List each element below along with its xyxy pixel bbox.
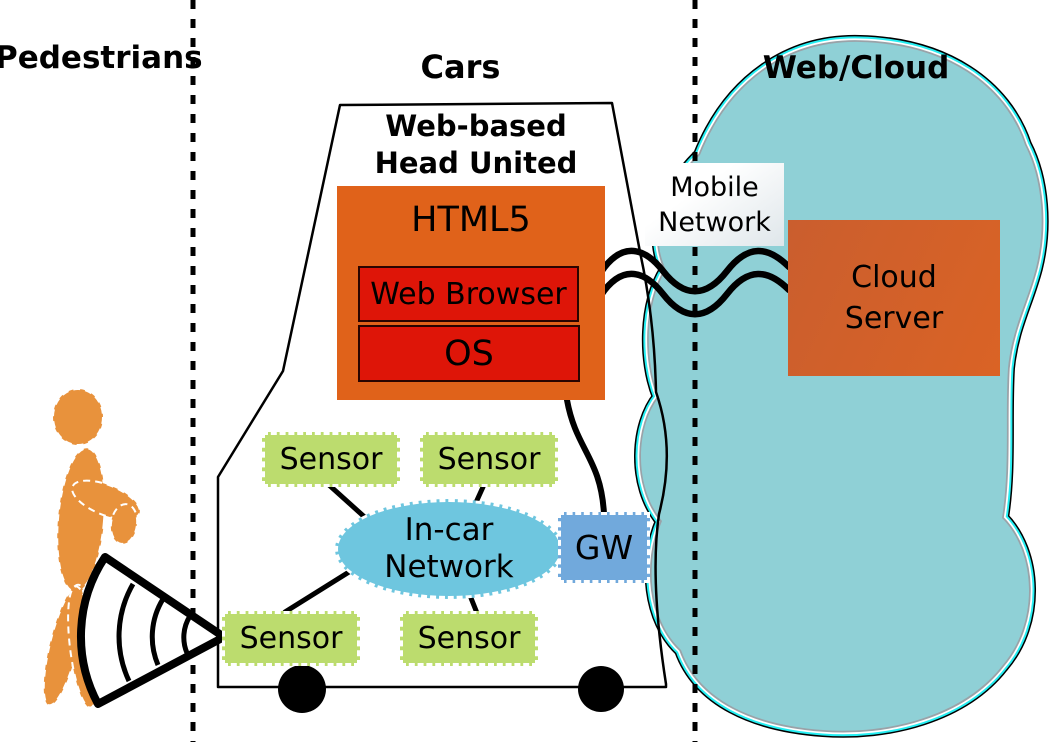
front-wheel-icon — [278, 665, 326, 713]
web-cloud-section-label: Web/Cloud — [762, 50, 950, 86]
link-sensor1-network — [326, 482, 372, 524]
wireless-link-icon — [597, 247, 793, 318]
sensor-box-1: Sensor — [262, 432, 400, 487]
in-car-network-line2: Network — [384, 549, 514, 585]
cloud-server-line2: Server — [844, 301, 944, 336]
gateway-box: GW — [558, 512, 650, 583]
mobile-network-line2: Network — [658, 206, 771, 238]
link-headunit-gateway — [564, 397, 607, 517]
html5-label: HTML5 — [411, 200, 531, 240]
cloud-shape — [634, 34, 1049, 738]
pedestrian-figure — [42, 388, 141, 709]
cloud-server-box: Cloud Server — [788, 220, 1000, 376]
sensor-box-2: Sensor — [420, 432, 558, 487]
in-car-network-ellipse: In-car Network — [335, 499, 563, 599]
pedestrians-section-label: Pedestrians — [0, 40, 203, 76]
in-car-network-line1: In-car — [404, 512, 494, 548]
car-outline-stroke — [216, 101, 669, 689]
link-sensor3-network — [282, 564, 360, 615]
sensor-box-4: Sensor — [400, 611, 538, 666]
cloud-server-line1: Cloud — [851, 260, 937, 295]
os-box: OS — [358, 325, 580, 382]
cars-section-label: Cars — [420, 48, 501, 86]
mobile-network-line1: Mobile — [670, 171, 759, 203]
head-unit-title-line2: Head United — [374, 146, 578, 180]
sensor-box-3: Sensor — [222, 611, 360, 666]
mobile-network-label: Mobile Network — [645, 163, 784, 246]
head-unit-title-line1: Web-based — [385, 109, 567, 143]
rear-wheel-icon — [578, 666, 624, 712]
radar-waves-icon — [77, 553, 228, 708]
web-browser-box: Web Browser — [358, 266, 579, 322]
head-unit-title: Web-based Head United — [340, 108, 612, 182]
